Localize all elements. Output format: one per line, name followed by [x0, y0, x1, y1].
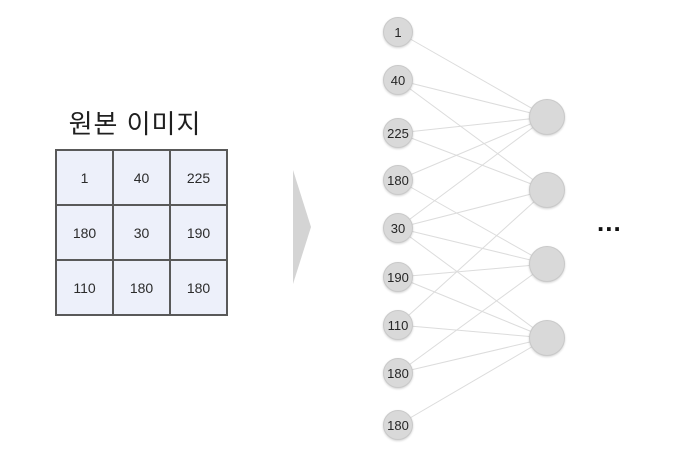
grid-cell: 30 — [112, 204, 171, 261]
input-node: 225 — [383, 118, 413, 148]
edge-line — [397, 227, 548, 339]
edge-line — [397, 189, 548, 229]
edge-line — [397, 276, 548, 339]
grid-cell: 110 — [55, 259, 114, 316]
input-node: 1 — [383, 17, 413, 47]
input-node: 180 — [383, 358, 413, 388]
input-node: 180 — [383, 410, 413, 440]
flatten-arrow-icon — [293, 170, 311, 284]
edge-line — [397, 132, 548, 191]
edge-line — [397, 79, 548, 191]
grid-cell: 40 — [112, 149, 171, 206]
edge-line — [397, 79, 548, 118]
grid-cell: 180 — [169, 259, 228, 316]
edge-line — [397, 227, 548, 265]
original-image-label: 원본 이미지 — [68, 109, 202, 139]
input-node: 40 — [383, 65, 413, 95]
grid-cell: 225 — [169, 149, 228, 206]
edge-line — [397, 31, 548, 118]
hidden-node — [529, 172, 565, 208]
edge-line — [397, 263, 548, 374]
grid-cell: 180 — [55, 204, 114, 261]
grid-cell: 190 — [169, 204, 228, 261]
input-node: 30 — [383, 213, 413, 243]
edge-line — [397, 179, 548, 265]
edge-line — [397, 189, 548, 326]
input-node: 110 — [383, 310, 413, 340]
edge-line — [397, 324, 548, 339]
edge-line — [397, 116, 548, 181]
hidden-node — [529, 99, 565, 135]
edge-line — [397, 263, 548, 278]
grid-cell: 180 — [112, 259, 171, 316]
edge-line — [397, 337, 548, 426]
input-node: 190 — [383, 262, 413, 292]
edge-line — [397, 116, 548, 229]
ellipsis-label: ... — [597, 207, 622, 237]
grid-cell: 1 — [55, 149, 114, 206]
input-node: 180 — [383, 165, 413, 195]
edge-line — [397, 337, 548, 374]
hidden-node — [529, 320, 565, 356]
edge-line — [397, 116, 548, 134]
hidden-node — [529, 246, 565, 282]
